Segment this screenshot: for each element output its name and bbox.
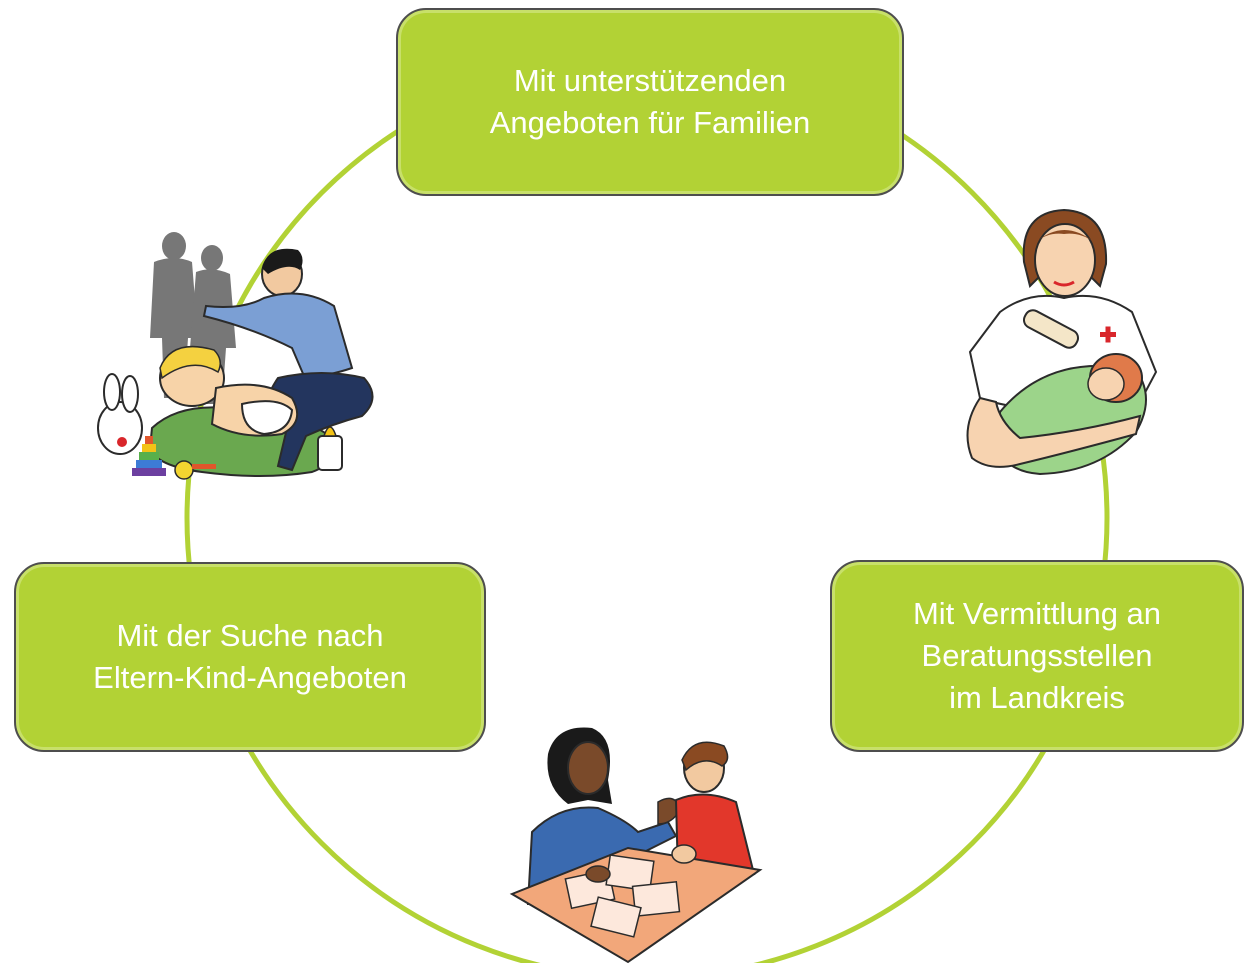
woman-and-child-at-table-illustration (509, 727, 763, 964)
box-text-line: Eltern-Kind-Angeboten (93, 660, 407, 695)
box-text-line: im Landkreis (949, 680, 1125, 715)
box-counseling-referral: Mit Vermittlung an Beratungsstellen im L… (830, 560, 1244, 752)
box-text-line: Mit der Suche nach (116, 618, 384, 653)
box-text-line: Angeboten für Familien (489, 105, 811, 140)
father-with-baby-illustration (97, 232, 374, 480)
box-supportive-offers: Mit unterstützenden Angeboten für Famili… (396, 8, 904, 196)
box-counseling-referral-text: Mit Vermittlung an Beratungsstellen im L… (913, 593, 1161, 719)
box-parent-child-search: Mit der Suche nach Eltern-Kind-Angeboten (14, 562, 486, 752)
box-text-line: Mit Vermittlung an (912, 596, 1162, 631)
box-text-line: Beratungsstellen (921, 638, 1153, 673)
box-supportive-offers-text: Mit unterstützenden Angeboten für Famili… (490, 60, 811, 144)
nurse-feeding-baby-illustration (966, 208, 1158, 476)
box-parent-child-search-text: Mit der Suche nach Eltern-Kind-Angeboten (93, 615, 407, 699)
box-text-line: Mit unterstützenden (513, 63, 787, 98)
